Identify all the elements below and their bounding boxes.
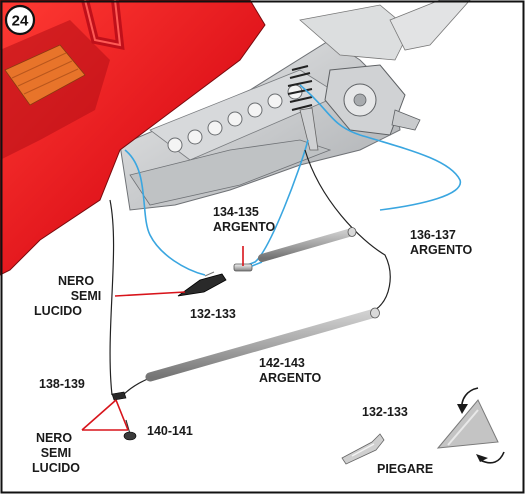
rod-136-137	[258, 227, 357, 262]
detail-bend-triangle	[436, 399, 499, 449]
label-finish-nero-top-3: LUCIDO	[34, 304, 82, 318]
label-finish-nero-bottom-3: LUCIDO	[32, 461, 80, 475]
label-142-143-code: 142-143	[259, 356, 305, 370]
seat-grid	[4, 44, 86, 106]
step-number: 24	[12, 13, 29, 30]
part-140-141	[123, 419, 137, 441]
label-finish-nero-bottom-2: SEMI	[41, 446, 72, 460]
leader-lines	[81, 246, 244, 431]
label-finish-nero-bottom-1: NERO	[36, 431, 72, 445]
part-132-133	[177, 271, 227, 297]
label-138-139: 138-139	[39, 377, 85, 391]
rod-142-143	[145, 307, 380, 382]
part-134-135	[233, 261, 263, 272]
label-134-135-finish: ARGENTO	[213, 220, 276, 234]
label-134-135-code: 134-135	[213, 205, 259, 219]
label-detail-132-133: 132-133	[362, 405, 408, 419]
label-136-137-code: 136-137	[410, 228, 456, 242]
detail-bend-part	[341, 433, 385, 465]
blue-cables	[124, 84, 461, 276]
label-piegare: PIEGARE	[377, 462, 433, 476]
label-142-143-finish: ARGENTO	[259, 371, 322, 385]
step-badge: 24	[4, 4, 36, 36]
label-finish-nero-top-1: NERO	[58, 274, 94, 288]
label-132-133: 132-133	[190, 307, 236, 321]
label-finish-nero-top-2: SEMI	[71, 289, 102, 303]
label-140-141: 140-141	[147, 424, 193, 438]
engine-block	[119, 0, 471, 211]
label-136-137-finish: ARGENTO	[410, 243, 473, 257]
part-138-139	[111, 391, 127, 401]
rotate-arrows-icon	[457, 387, 505, 464]
car-body	[0, 0, 266, 276]
